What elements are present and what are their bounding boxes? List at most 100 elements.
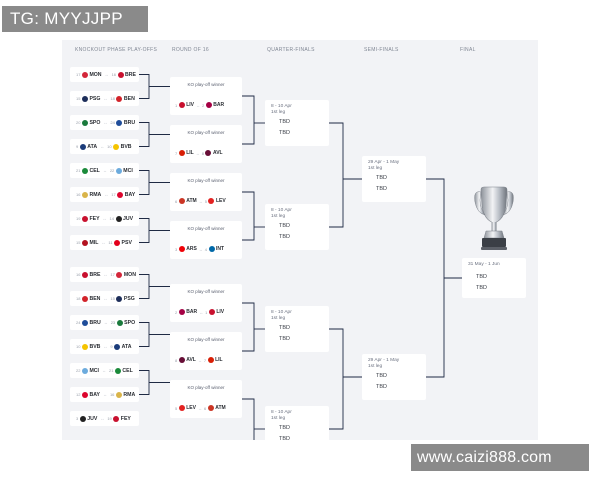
away-seed: 17 bbox=[111, 192, 116, 197]
versus-separator: ↔ bbox=[199, 309, 204, 315]
final-team-2: TBD bbox=[476, 285, 487, 291]
home-club-badge-icon bbox=[81, 343, 88, 350]
away-club-badge-icon bbox=[117, 71, 124, 78]
playoff-match-row: 16 BRE↔17 MON bbox=[76, 271, 136, 278]
bracket-connector bbox=[242, 95, 255, 145]
team-seed: 5 bbox=[175, 405, 178, 411]
away-seed: 9 bbox=[110, 344, 113, 349]
versus-separator: ↔ bbox=[104, 72, 109, 77]
ko-playoff-winner-label: KO play-off winner bbox=[187, 130, 225, 135]
home-club-name: PSG bbox=[89, 95, 101, 102]
quarter-final-card-leg: 1st leg bbox=[271, 416, 286, 421]
home-seed: 15 bbox=[76, 240, 81, 245]
semi-final-card-team-1: TBD bbox=[376, 175, 387, 181]
away-seed: 23 bbox=[110, 320, 116, 325]
home-club-badge-icon bbox=[81, 71, 88, 78]
header-playoffs: KNOCKOUT PHASE PLAY-OFFS bbox=[75, 47, 158, 53]
home-seed: 18 bbox=[76, 296, 81, 301]
team-seed: 3 bbox=[175, 246, 178, 252]
home-club-name: BVB bbox=[89, 343, 101, 350]
final-card[interactable]: 31 May - 1 Jun TBD TBD bbox=[462, 258, 526, 298]
home-club-name: BRE bbox=[89, 271, 101, 278]
playoff-match-card[interactable]: 16 BRE↔17 MON bbox=[70, 267, 139, 282]
home-club-name: MON bbox=[89, 71, 102, 78]
bracket-connector-lines bbox=[139, 74, 462, 440]
team-club-badge-icon bbox=[178, 246, 185, 252]
home-seed: 12 bbox=[76, 392, 81, 397]
home-seed: 16 bbox=[76, 272, 81, 277]
header-quarter-finals: QUARTER-FINALS bbox=[267, 47, 315, 53]
away-seed: 14 bbox=[109, 216, 114, 221]
away-seed: 17 bbox=[110, 272, 115, 277]
home-seed: 9 bbox=[76, 144, 79, 149]
team2-club-name: INT bbox=[216, 246, 225, 252]
versus-separator: ↔ bbox=[103, 96, 108, 101]
home-seed: 16 bbox=[76, 192, 81, 197]
away-club-name: JUV bbox=[123, 215, 134, 222]
team2-seed: 5 bbox=[204, 198, 207, 204]
versus-separator: ↔ bbox=[197, 405, 202, 411]
home-seed: 19 bbox=[76, 216, 81, 221]
away-seed: 10 bbox=[107, 144, 112, 149]
quarter-final-card-date: 8 - 10 Apr bbox=[271, 310, 292, 315]
team-club-badge-icon bbox=[178, 357, 185, 363]
bracket-connector bbox=[329, 328, 344, 430]
versus-separator: ↔ bbox=[104, 192, 109, 197]
team-club-name: LIL bbox=[186, 150, 194, 156]
home-club-name: ATA bbox=[87, 143, 98, 150]
team2-club-name: ATM bbox=[215, 405, 226, 411]
home-club-badge-icon bbox=[79, 143, 86, 150]
quarter-final-card-team-2: TBD bbox=[279, 336, 290, 342]
semi-final-card-leg: 1st leg bbox=[368, 166, 383, 171]
versus-separator: ↔ bbox=[198, 198, 203, 204]
quarter-final-card-team-1: TBD bbox=[279, 223, 290, 229]
team-club-badge-icon bbox=[178, 309, 185, 315]
versus-separator: ↔ bbox=[103, 272, 108, 277]
semi-final-card-date: 29 Apr - 1 May bbox=[368, 160, 400, 165]
away-club-name: RMA bbox=[123, 391, 136, 398]
versus-separator: ↔ bbox=[103, 120, 108, 125]
home-club-name: BEN bbox=[89, 295, 101, 302]
away-club-name: MON bbox=[123, 271, 136, 278]
team-club-name: LIV bbox=[186, 102, 195, 108]
home-seed: 20 bbox=[76, 120, 81, 125]
away-seed: 19 bbox=[107, 416, 112, 421]
team-seed: 6 bbox=[175, 198, 178, 204]
team-club-badge-icon bbox=[178, 150, 185, 156]
away-club-badge-icon bbox=[117, 191, 124, 198]
team2-club-badge-icon bbox=[208, 309, 215, 315]
